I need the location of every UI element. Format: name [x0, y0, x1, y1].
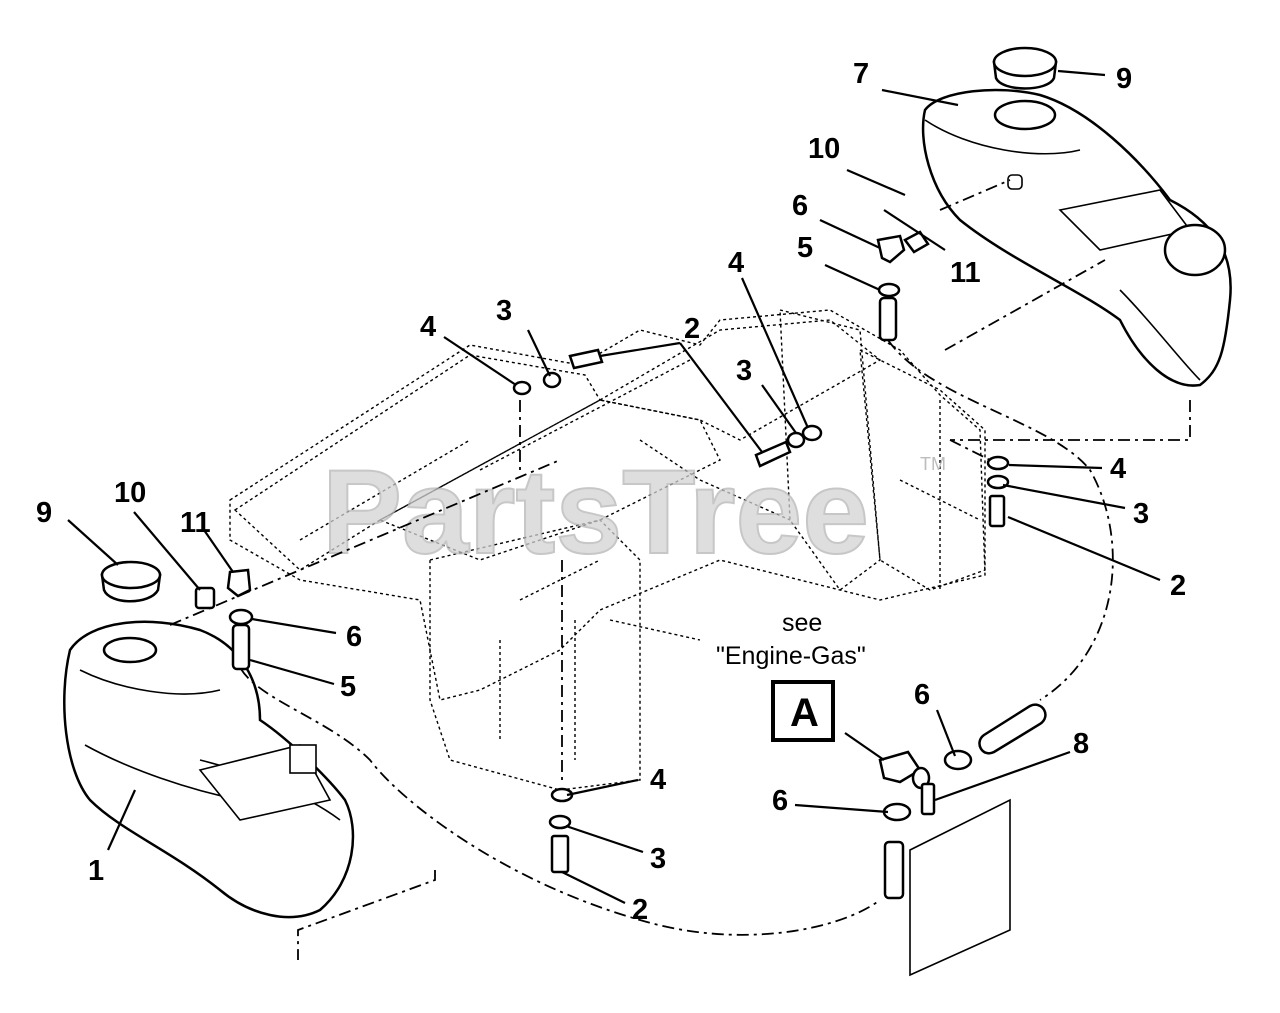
right-elbow-fitting [876, 234, 906, 264]
fuel-lines [169, 179, 1191, 960]
callout-3-lower: 3 [650, 843, 666, 875]
callout-9-right: 9 [1116, 63, 1132, 95]
left-bushing [194, 586, 216, 610]
right-fuel-cap [992, 46, 1058, 90]
upper-left-fasteners [512, 348, 604, 396]
callout-11-left: 11 [180, 507, 211, 539]
chassis-frame [229, 309, 986, 791]
callout-3-right: 3 [1133, 498, 1149, 530]
callout-4-lower: 4 [650, 764, 666, 796]
callout-9-left: 9 [36, 497, 52, 529]
right-fuel-tank [921, 88, 1232, 387]
callout-2-lower: 2 [632, 894, 648, 926]
callout-4-upper-left: 4 [420, 311, 436, 343]
callout-3-middle: 3 [736, 355, 752, 387]
left-hose [231, 623, 251, 671]
right-bushing [903, 230, 930, 254]
right-fasteners [986, 455, 1010, 528]
tee-fitting [878, 750, 936, 816]
reference-box [771, 680, 835, 742]
left-fuel-cap [100, 560, 162, 603]
callout-10-left: 10 [114, 477, 146, 509]
callout-8: 8 [1073, 728, 1089, 760]
callout-5-left: 5 [340, 671, 356, 703]
callout-2-upper: 2 [684, 313, 700, 345]
callout-6-left: 6 [346, 621, 362, 653]
callout-3-upper-left: 3 [496, 295, 512, 327]
lower-fasteners [548, 787, 574, 874]
callout-2-right: 2 [1170, 570, 1186, 602]
right-hose-clamp [877, 282, 901, 298]
callout-6-lower-right: 6 [914, 679, 930, 711]
callout-6-lower-center: 6 [772, 785, 788, 817]
left-fuel-tank [63, 620, 355, 919]
lower-right-clamp [943, 749, 973, 771]
callout-10-right: 10 [808, 133, 840, 165]
reference-letter: A [790, 691, 819, 735]
watermark-trademark: TM [920, 454, 946, 474]
callout-11-right: 11 [950, 257, 981, 289]
lower-right-hose [978, 703, 1047, 755]
reference-note-section: "Engine-Gas" [716, 642, 866, 670]
leader-lines [67, 69, 1161, 904]
lower-center-hose [883, 840, 905, 900]
right-hose [878, 296, 898, 342]
callout-7: 7 [853, 58, 869, 90]
callout-5-right: 5 [797, 232, 813, 264]
left-hose-clamp [228, 608, 254, 626]
callout-4-middle: 4 [728, 247, 744, 279]
callout-4-right: 4 [1110, 453, 1126, 485]
reference-note-see: see [782, 609, 822, 637]
watermark: PartsTree [322, 445, 869, 579]
callout-6-right: 6 [792, 190, 808, 222]
bracket-plate [909, 798, 1011, 977]
callout-1: 1 [88, 855, 104, 887]
